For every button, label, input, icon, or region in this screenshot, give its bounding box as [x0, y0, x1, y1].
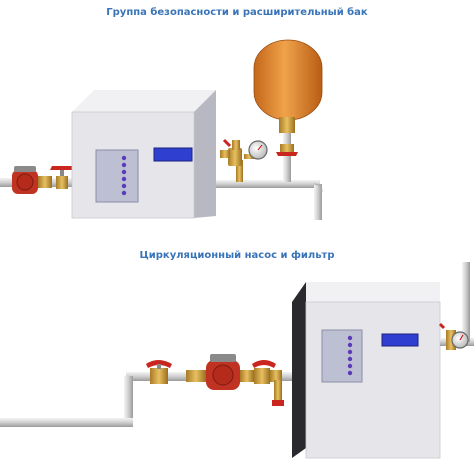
filter-icon — [270, 370, 284, 406]
valve-handle-icon — [146, 360, 172, 384]
bottom-pipe-riser-right — [462, 262, 470, 342]
top-pipe-horizontal — [216, 180, 320, 188]
valve-handle-icon — [276, 144, 298, 156]
pressure-gauge-icon — [244, 140, 268, 160]
pump-icon — [186, 354, 254, 390]
pump-icon — [12, 166, 52, 194]
safety-valve — [438, 322, 456, 350]
caption-pump-filter: Циркуляционный насос и фильтр — [139, 250, 335, 261]
safety-group-riser — [236, 160, 243, 182]
caption-safety-group: Группа безопасности и расширительный бак — [106, 7, 368, 18]
safety-valve — [220, 138, 242, 166]
top-pipe-return — [314, 184, 322, 220]
bottom-pipe-left-down — [124, 376, 133, 424]
pump-filter-scene — [0, 262, 474, 459]
tank-riser — [283, 132, 291, 182]
expansion-tank-icon — [253, 39, 323, 133]
bottom-pipe-low — [0, 418, 133, 427]
valve-handle-icon — [252, 360, 276, 384]
valve-handle-icon — [50, 166, 74, 189]
boiler-bottom — [292, 282, 441, 459]
pressure-gauge-icon — [451, 331, 469, 349]
safety-group-scene — [0, 39, 323, 220]
boiler-top — [71, 90, 216, 219]
